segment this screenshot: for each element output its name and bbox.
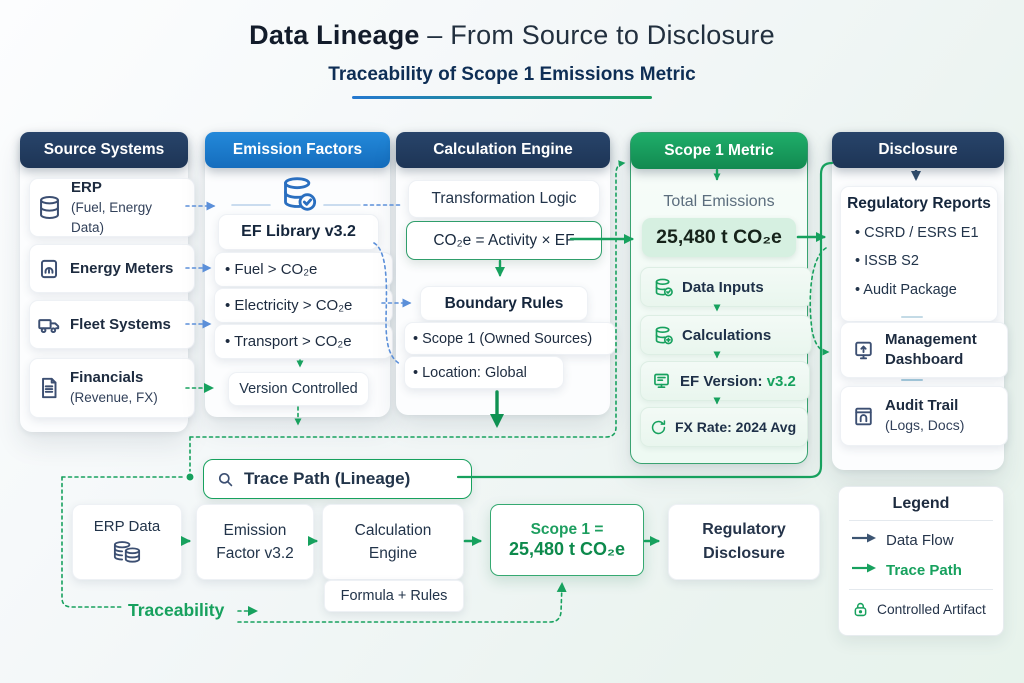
- formula-label: CO₂e = Activity × EF: [433, 231, 575, 249]
- database-check-icon: [205, 174, 390, 214]
- chip-ef-version: EF Version: v3.2: [640, 361, 810, 401]
- dashboard-icon: [851, 338, 876, 363]
- page-title-rest: – From Source to Disclosure: [419, 20, 775, 50]
- source-item-label: Fleet Systems: [70, 316, 171, 333]
- legend: Legend Data Flow Trace Path Controlled A…: [838, 486, 1004, 636]
- calculation-engine-header: Calculation Engine: [396, 132, 610, 168]
- source-item-financials: Financials (Revenue, FX): [29, 358, 195, 418]
- ef-factor-label: • Fuel > CO₂e: [225, 261, 318, 278]
- page-subtitle: Traceability of Scope 1 Emissions Metric: [328, 64, 696, 85]
- source-item-label: Energy Meters: [70, 260, 174, 277]
- disclosure-column: Disclosure Regulatory Reports • CSRD / E…: [832, 132, 1008, 470]
- scope1-metric-header: Scope 1 Metric: [631, 133, 807, 169]
- boundary-rule-label: • Scope 1 (Owned Sources): [413, 330, 593, 347]
- boundary-rule-scope1: • Scope 1 (Owned Sources): [404, 322, 616, 355]
- legend-controlled-artifact: Controlled Artifact: [839, 594, 1003, 624]
- boundary-rules-node: Boundary Rules: [420, 286, 588, 321]
- ef-factor-label: • Electricity > CO₂e: [225, 297, 353, 314]
- total-emissions-value: 25,480 t CO₂e: [642, 218, 796, 257]
- flow-erp-data: ERP Data: [72, 504, 182, 580]
- chip-label: EF Version:: [680, 372, 767, 390]
- archive-icon: [851, 404, 876, 429]
- truck-icon: [36, 312, 62, 338]
- regulatory-reports-node: Regulatory Reports • CSRD / ESRS E1 • IS…: [840, 186, 998, 322]
- chip-label: Calculations: [682, 326, 772, 344]
- source-item-sub: (Fuel, Energy Data): [71, 199, 153, 235]
- version-controlled-label: Version Controlled: [239, 381, 358, 397]
- boundary-rule-location: • Location: Global: [404, 356, 564, 389]
- report-item: • Audit Package: [855, 281, 957, 298]
- ef-library-node: EF Library v3.2: [218, 214, 379, 250]
- coins-icon: [110, 538, 144, 566]
- traceability-label: Traceability: [128, 600, 225, 620]
- legend-title: Legend: [892, 495, 950, 512]
- ef-factor-electricity: • Electricity > CO₂e: [214, 288, 393, 323]
- transformation-logic-node: Transformation Logic: [408, 180, 600, 218]
- transformation-logic-label: Transformation Logic: [431, 190, 577, 207]
- ef-factor-transport: • Transport > CO₂e: [214, 324, 393, 359]
- source-item-erp: ERP (Fuel, Energy Data): [29, 178, 195, 237]
- source-item-sub: (Revenue, FX): [70, 390, 158, 405]
- refresh-icon: [649, 418, 668, 437]
- subtitle-underline: [352, 96, 652, 99]
- ef-factor-fuel: • Fuel > CO₂e: [214, 252, 393, 287]
- formula-rules-note: Formula + Rules: [324, 580, 464, 612]
- search-icon: [216, 470, 235, 489]
- monitor-icon: [651, 371, 672, 392]
- report-item: • ISSB S2: [855, 253, 919, 270]
- emission-factors-column: Emission Factors EF Library v3.2 • Fuel …: [205, 132, 393, 417]
- junction-dot: [185, 472, 195, 482]
- regulatory-reports-title: Regulatory Reports: [847, 195, 991, 212]
- document-icon: [36, 375, 62, 401]
- chip-fx-rate: FX Rate: 2024 Avg: [640, 407, 808, 447]
- source-item-fleet-systems: Fleet Systems: [29, 300, 195, 349]
- legend-trace-path: Trace Path: [839, 555, 1003, 585]
- total-emissions-label: Total Emissions: [663, 193, 775, 210]
- source-systems-column: Source Systems ERP (Fuel, Energy Data) E…: [20, 132, 195, 432]
- ef-factor-label: • Transport > CO₂e: [225, 333, 352, 350]
- chip-label: FX Rate: 2024 Avg: [675, 419, 797, 435]
- data-flow-arrow-icon: [851, 531, 877, 549]
- chip-calculations: Calculations: [640, 315, 812, 355]
- disclosure-header: Disclosure: [832, 132, 1004, 168]
- meter-icon: [36, 256, 62, 282]
- chip-data-inputs: Data Inputs: [640, 267, 812, 307]
- database-icon: [36, 194, 63, 221]
- page-title: Data Lineage – From Source to Disclosure: [0, 20, 1024, 51]
- version-controlled-node: Version Controlled: [228, 372, 369, 406]
- ef-library-label: EF Library v3.2: [241, 223, 356, 240]
- database-plus-icon: [653, 325, 674, 346]
- source-item-energy-meters: Energy Meters: [29, 244, 195, 293]
- source-systems-header: Source Systems: [20, 132, 188, 168]
- report-item: • CSRD / ESRS E1: [855, 225, 979, 241]
- chip-label: Data Inputs: [682, 278, 764, 296]
- emission-factors-header: Emission Factors: [205, 132, 390, 168]
- scope1-metric-column: Scope 1 Metric Total Emissions 25,480 t …: [630, 132, 812, 464]
- lock-icon: [851, 600, 870, 619]
- source-item-label: Financials: [70, 369, 144, 386]
- legend-data-flow: Data Flow: [839, 525, 1003, 555]
- formula-node: CO₂e = Activity × EF: [406, 221, 602, 260]
- trace-path-label: Trace Path (Lineage): [244, 469, 411, 488]
- boundary-rules-label: Boundary Rules: [444, 294, 564, 312]
- flow-erp-label: ERP Data: [93, 518, 161, 535]
- database-check-icon: [653, 277, 674, 298]
- trace-path-arrow-icon: [851, 561, 877, 579]
- calculation-engine-column: Calculation Engine Transformation Logic …: [396, 132, 616, 415]
- source-item-label: ERP: [71, 178, 102, 196]
- page-title-emphasis: Data Lineage: [249, 20, 420, 50]
- flow-scope1-result: Scope 1 = 25,480 t CO₂e: [490, 504, 644, 576]
- trace-path-search-box: Trace Path (Lineage): [203, 459, 472, 499]
- audit-trail-node: Audit Trail(Logs, Docs): [840, 386, 1008, 446]
- boundary-rule-label: • Location: Global: [413, 364, 527, 381]
